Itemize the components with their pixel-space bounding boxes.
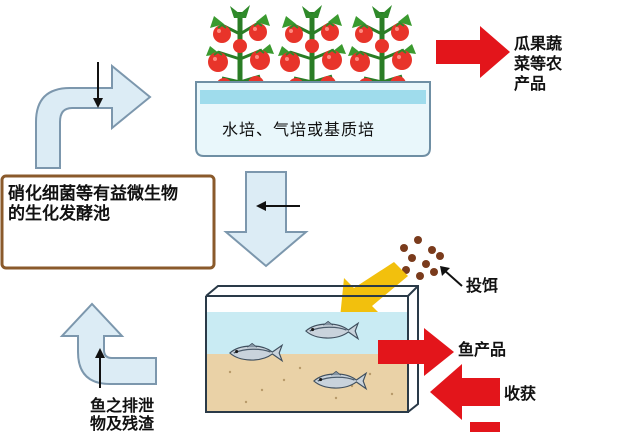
feeding-pointer bbox=[443, 269, 463, 287]
bio-pool-label-line2: 的生化发酵池 bbox=[8, 204, 110, 224]
flow-arrow-pointer-head bbox=[93, 98, 103, 108]
feed-pellet-icon bbox=[436, 252, 444, 260]
produce-label-line1: 瓜果蔬 bbox=[514, 34, 563, 53]
fish-tank-water bbox=[206, 312, 408, 354]
produce-output-arrow bbox=[436, 26, 510, 78]
feed-pellet-icon bbox=[414, 236, 422, 244]
flow-arrow-waste-up bbox=[59, 302, 157, 385]
fish-tank-sand bbox=[206, 354, 408, 412]
flow-arrow-up-right bbox=[35, 63, 152, 169]
harvest-arrow bbox=[430, 364, 500, 420]
bottom-arrow-partial bbox=[470, 422, 500, 432]
feed-pellet-icon bbox=[400, 244, 408, 252]
flow-arrow-down-pointer-head bbox=[256, 201, 266, 211]
produce-label-line2: 菜等农 bbox=[514, 54, 563, 73]
fish-product-label: 鱼产品 bbox=[458, 340, 507, 359]
planter-label: 水培、气培或基质培 bbox=[222, 120, 376, 139]
planter-water bbox=[200, 90, 426, 104]
feed-arrow bbox=[340, 262, 408, 318]
flow-arrow-down bbox=[223, 171, 309, 268]
feeding-pointer-head bbox=[440, 266, 450, 276]
feed-pellet-icon bbox=[428, 246, 436, 254]
feed-pellets bbox=[400, 236, 444, 280]
feed-pellet-icon bbox=[422, 260, 430, 268]
bio-pool-box bbox=[0, 174, 216, 270]
waste-label-line1: 鱼之排泄 bbox=[90, 396, 155, 415]
harvest-label: 收获 bbox=[504, 384, 537, 403]
bio-pool-label-line1: 硝化细菌等有益微生物 bbox=[8, 184, 178, 204]
fish-product-arrow bbox=[378, 328, 454, 376]
feed-pellet-icon bbox=[408, 254, 416, 262]
waste-label-line2: 物及残渣 bbox=[90, 414, 155, 433]
feeding-label: 投饵 bbox=[466, 276, 499, 295]
waste-pointer-head bbox=[95, 348, 105, 358]
produce-label-line3: 产品 bbox=[514, 74, 547, 93]
fish-tank-sand-texture bbox=[228, 366, 394, 404]
feed-pellet-icon bbox=[416, 272, 424, 280]
feed-pellet-icon bbox=[430, 268, 438, 276]
